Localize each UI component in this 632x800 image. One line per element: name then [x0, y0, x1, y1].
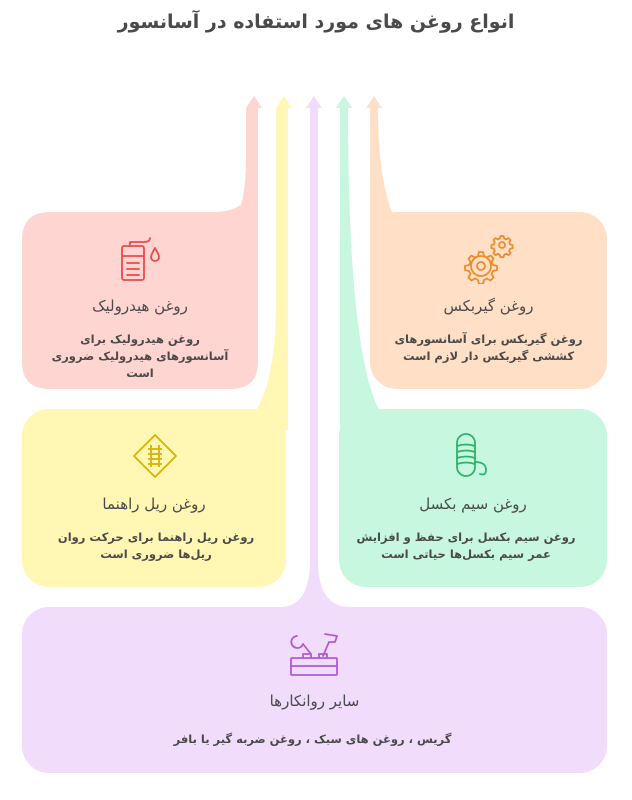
other-shape [22, 96, 607, 773]
hydraulic-desc: روغن هیدرولیک برای آسانسورهای هیدرولیک ض… [51, 332, 229, 380]
rail-title: روغن ریل راهنما [102, 495, 206, 513]
rail-track-sign-icon [133, 434, 177, 478]
cable-shape [336, 96, 607, 587]
gearbox-shape [366, 96, 607, 389]
rail-shape [22, 96, 292, 587]
rail-desc: روغن ریل راهنما برای حرکت روان ریل‌ها ضر… [57, 530, 255, 561]
oil-can-drop-icon [121, 237, 160, 281]
gears-icon [464, 235, 514, 284]
gearbox-desc: روغن گیربکس برای آسانسورهای کششی گیربکس … [394, 332, 583, 363]
cable-desc: روغن سیم بکسل برای حفظ و افزایش عمر سیم … [356, 530, 576, 561]
gearbox-title: روغن گیربکس [443, 297, 534, 315]
tools-toolbox-icon [290, 633, 338, 676]
hydraulic-title: روغن هیدرولیک [92, 297, 188, 315]
rope-coil-icon [456, 433, 487, 477]
other-title: سایر روانکارها [269, 692, 360, 710]
cable-title: روغن سیم بکسل [419, 495, 527, 513]
other-desc: گریس ، روغن های سبک ، روغن ضربه گیر یا ب… [173, 732, 452, 746]
page-title: انواع روغن های مورد استفاده در آسانسور [117, 11, 515, 33]
